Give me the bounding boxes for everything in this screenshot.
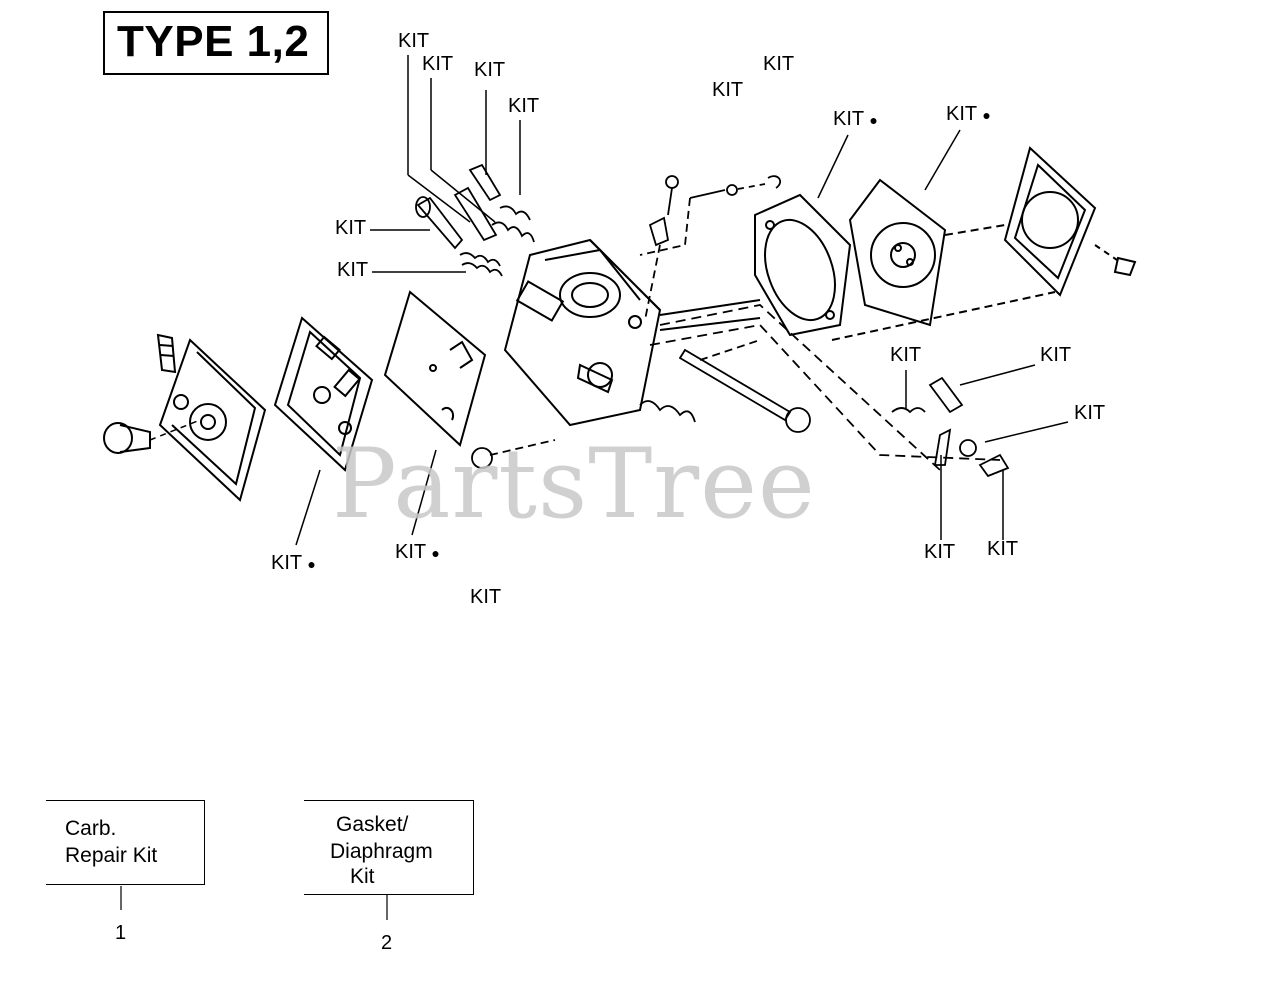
title-box: TYPE 1,2 [103,11,329,75]
kit-label: KIT [474,59,506,81]
throttle-shaft [639,304,1001,471]
kit-label: KIT [395,541,426,563]
kit-label: KIT [335,217,367,239]
kit-label-bulleted: KIT ● [395,541,440,564]
kit-label: KIT [946,103,977,125]
kit-label: KIT [987,538,1019,560]
kit-label: KIT [337,259,369,281]
kit-legend-box-1: Carb. Repair Kit [46,800,205,885]
metering-cover [831,146,1137,341]
small-parts [471,376,1010,478]
kit-label: KIT [508,95,540,117]
metering-diaphragm [848,178,947,327]
page-title: TYPE 1,2 [117,17,310,66]
kit-legend-2-line1: Gasket/ [336,813,409,836]
kit-legend-2-line2: Diaphragm [330,840,433,863]
bullet-dot-icon: ● [982,107,991,123]
metering-gasket [754,193,852,337]
kit-legend-box-2: Gasket/ Diaphragm Kit [304,800,474,895]
bullet-dot-icon: ● [431,545,440,561]
kit-legend-number-2: 2 [381,932,393,954]
kit-label-bulleted: KIT ● [271,552,316,575]
kit-label: KIT [398,30,430,52]
carburetor-body [503,238,761,427]
bullet-dot-icon: ● [869,112,878,128]
bullet-dot-icon: ● [307,556,316,572]
kit-legend-1-line2: Repair Kit [65,844,158,867]
kit-legend-2-line3: Kit [350,865,375,888]
watermark: PartsTree [332,428,816,540]
throttle-linkage [639,175,781,321]
kit-label-bulleted: KIT ● [946,103,991,126]
kit-label: KIT [712,79,744,101]
kit-label: KIT [833,108,864,130]
kit-legend-number-1: 1 [115,922,127,944]
pump-diaphragm [383,290,487,447]
kit-label: KIT [763,53,795,75]
kit-label: KIT [924,541,956,563]
adjustment-screws [415,163,535,277]
kit-label: KIT [890,344,922,366]
kit-label: KIT [271,552,302,574]
leader-lines [295,55,1069,546]
kit-label: KIT [1040,344,1072,366]
legend-lines [120,886,388,920]
kit-label: KIT [422,53,454,75]
pump-cover [103,333,267,502]
kit-label: KIT [470,586,502,608]
kit-label-bulleted: KIT ● [833,108,878,131]
kit-label: KIT [1074,402,1106,424]
kit-legend-1-line1: Carb. [65,817,117,840]
pump-gasket [273,316,374,472]
